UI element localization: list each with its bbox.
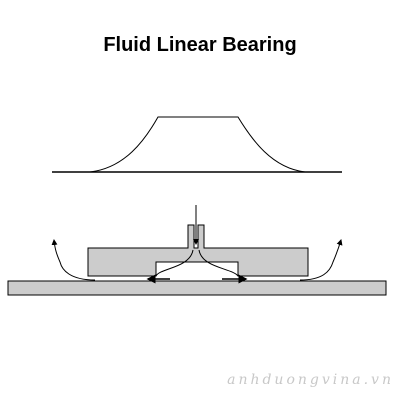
exhaust-arrow-right bbox=[299, 239, 343, 281]
recess-flow-right bbox=[198, 249, 239, 277]
pressure-profile-curve bbox=[89, 116, 306, 173]
diagram-title: Fluid Linear Bearing bbox=[103, 34, 297, 56]
guide-rail bbox=[7, 280, 387, 296]
exhaust-arrow-left bbox=[51, 239, 96, 281]
watermark: anhduongvina.vn bbox=[227, 372, 394, 388]
recess-flow-left bbox=[155, 249, 194, 277]
bearing-pad bbox=[87, 224, 309, 277]
